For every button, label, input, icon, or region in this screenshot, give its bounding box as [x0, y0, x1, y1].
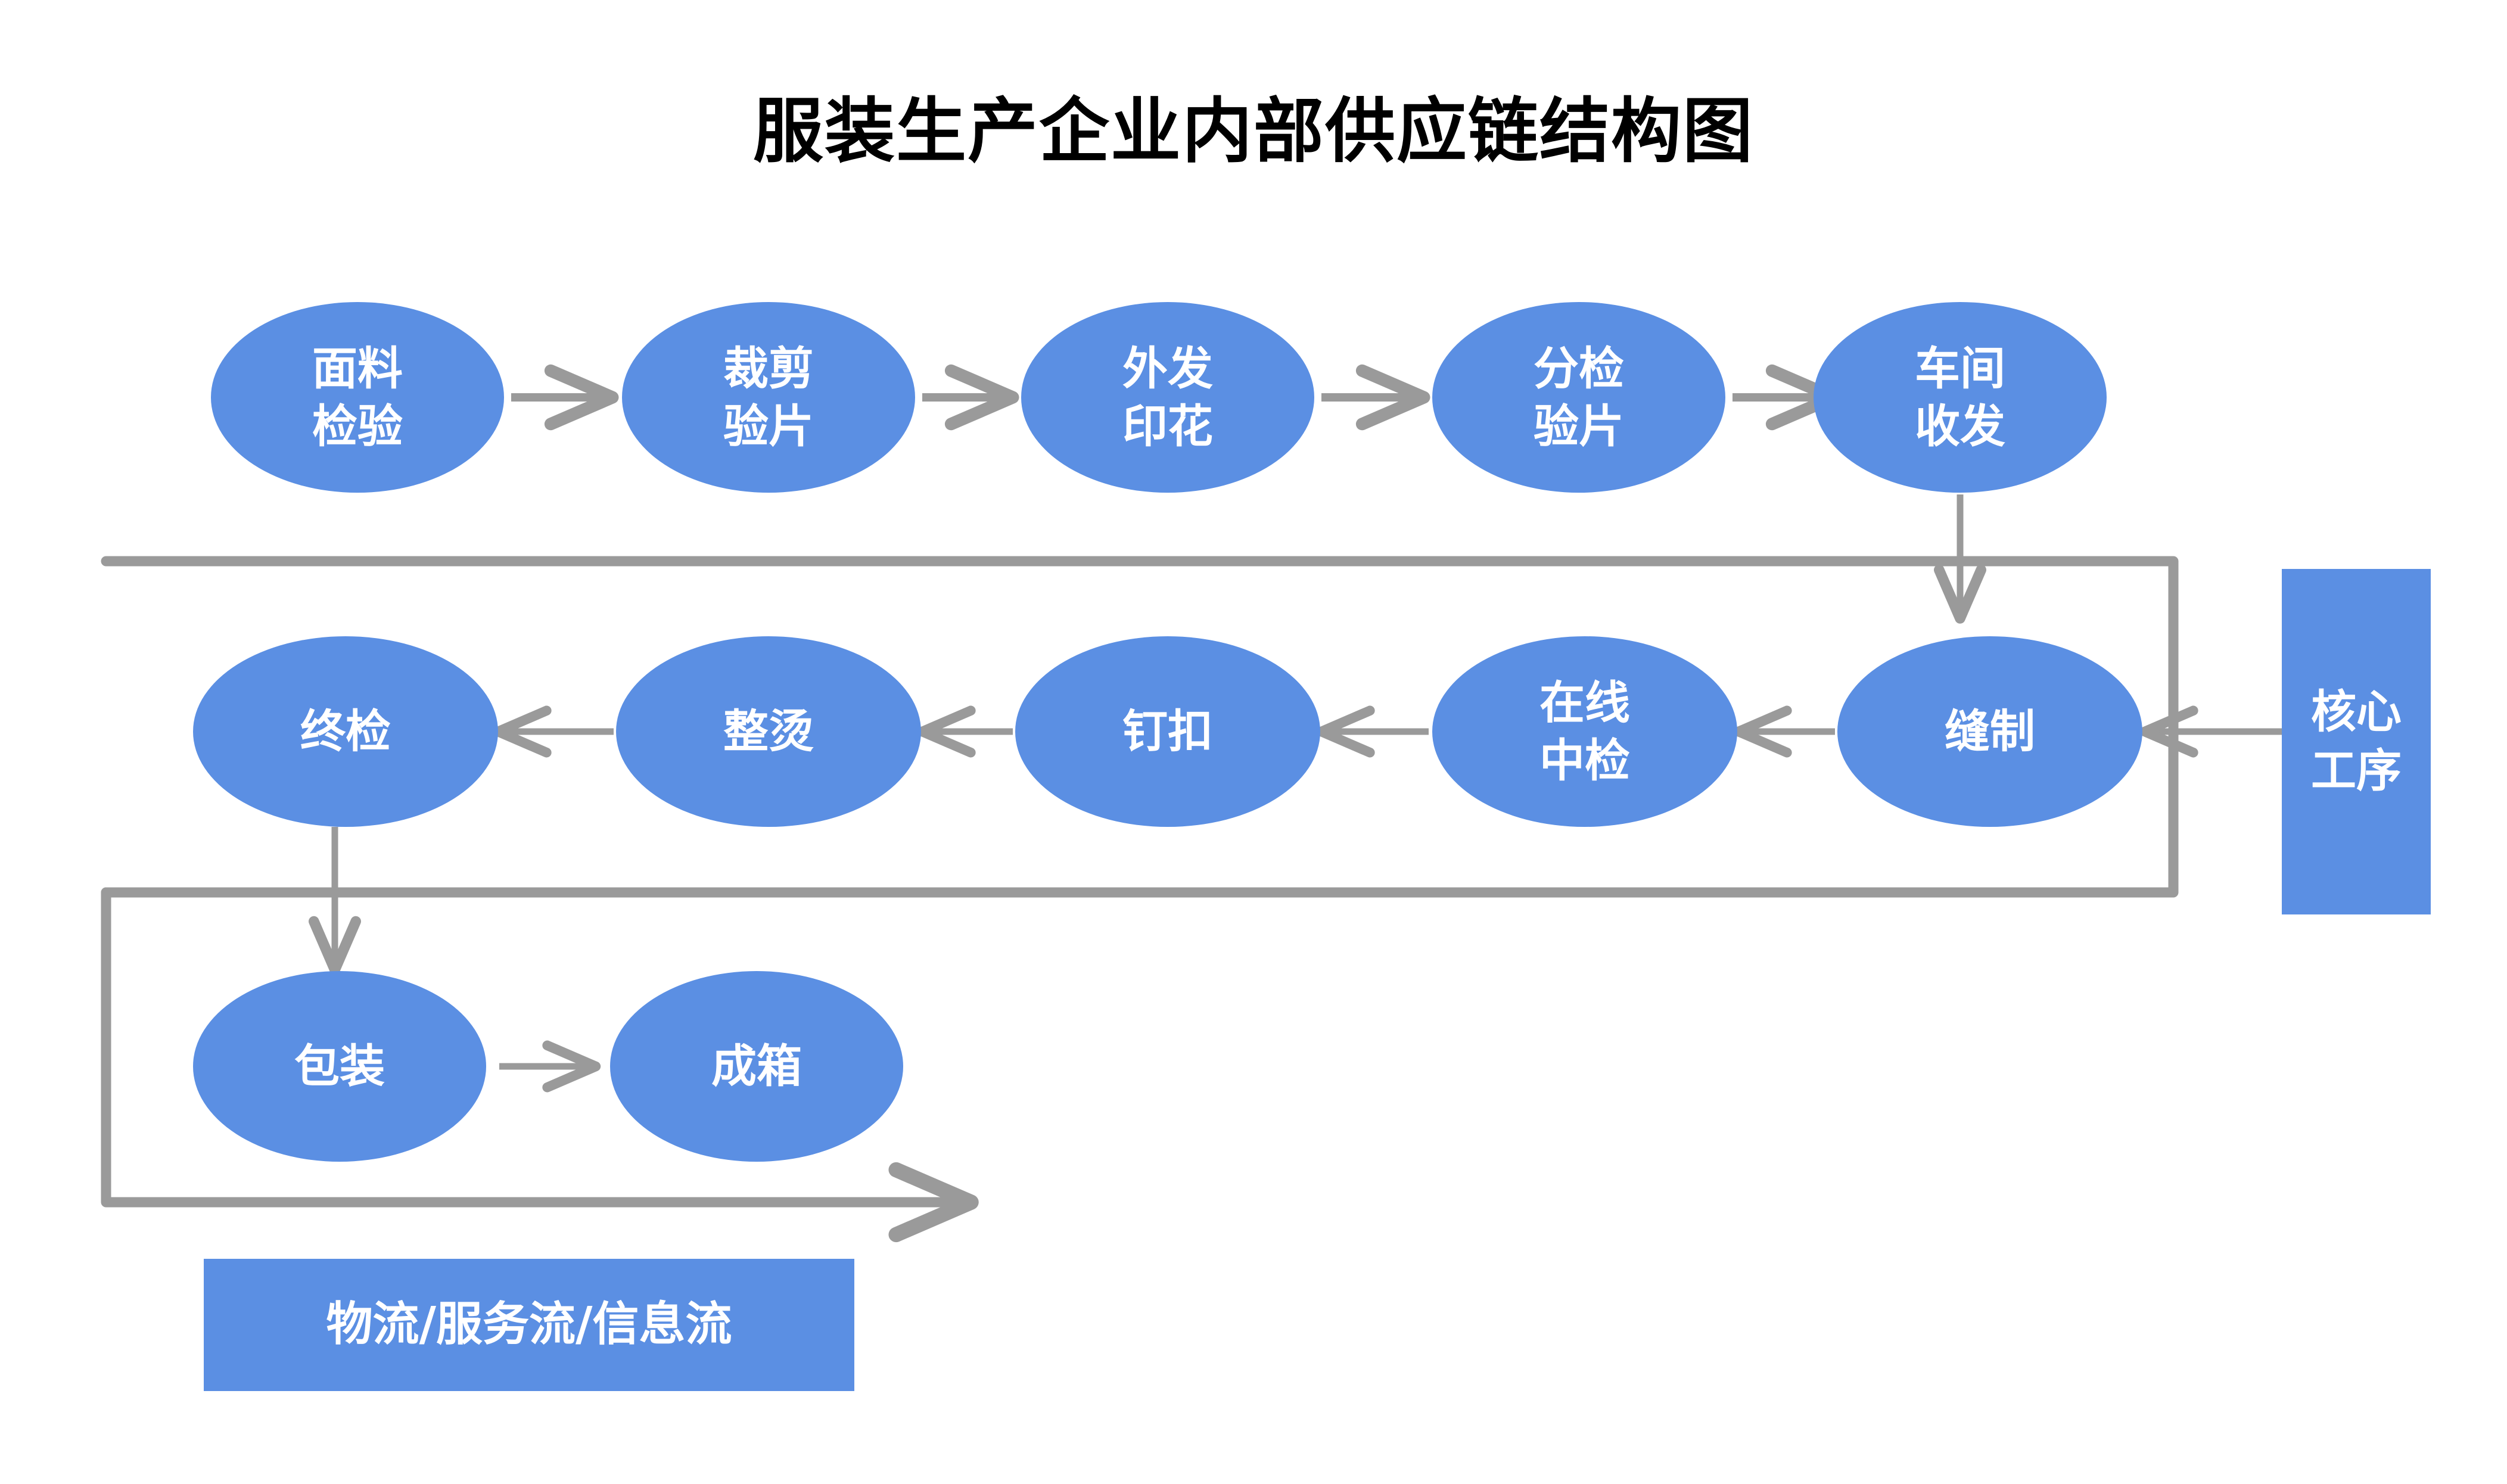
node-ironing[interactable]: 整烫 — [616, 636, 921, 827]
node-packing[interactable]: 包装 — [193, 971, 486, 1162]
node-sewing[interactable]: 缝制 — [1837, 636, 2142, 827]
page-title: 服装生产企业内部供应链结构图 — [752, 90, 1754, 172]
node-cutting-check[interactable]: 裁剪 验片 — [622, 302, 915, 493]
node-fabric-inspection[interactable]: 面料 检验 — [211, 302, 504, 493]
node-boxing[interactable]: 成箱 — [610, 971, 903, 1162]
node-workshop-dispatch[interactable]: 车间 收发 — [1814, 302, 2107, 493]
node-sorting-check[interactable]: 分检 验片 — [1432, 302, 1725, 493]
node-final-inspection[interactable]: 终检 — [193, 636, 498, 827]
node-inline-check[interactable]: 在线 中检 — [1432, 636, 1737, 827]
node-button-sewing[interactable]: 钉扣 — [1015, 636, 1320, 827]
core-process-label: 核心 工序 — [2282, 569, 2431, 914]
node-outsourced-printing[interactable]: 外发 印花 — [1021, 302, 1314, 493]
flow-legend-label: 物流/服务流/信息流 — [204, 1259, 854, 1391]
